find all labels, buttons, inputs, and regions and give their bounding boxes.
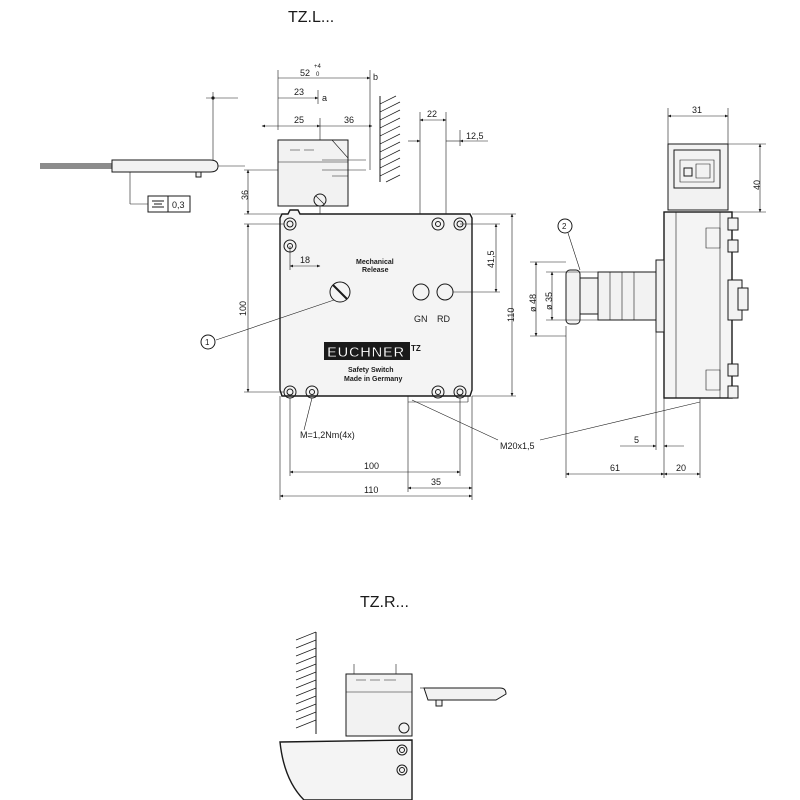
side-view: 2 [557, 143, 749, 399]
dim-110-right: 110 [506, 308, 516, 322]
led-label-rd: RD [437, 314, 450, 324]
dim-100-left: 100 [238, 301, 248, 316]
dim-23: 23 [294, 87, 304, 97]
brand-logo: EUCHNER [327, 344, 405, 361]
led-green-icon [412, 283, 430, 301]
wall-hatch-top [379, 95, 401, 183]
svg-text:0: 0 [316, 72, 320, 78]
svg-text:1: 1 [205, 338, 210, 347]
dim-12-5: 12,5 [466, 131, 484, 141]
label-a: a [322, 93, 327, 103]
dim-25: 25 [294, 115, 304, 125]
torque-note: M=1,2Nm(4x) [300, 430, 355, 440]
product-line-2: Made in Germany [344, 376, 402, 383]
dim-61: 61 [610, 463, 620, 473]
head-top-dimensions: 52 +4 0 b 23 a 25 36 [261, 64, 378, 270]
logo-plate [324, 342, 410, 360]
dim-40: 40 [752, 180, 762, 190]
dim-110-bottom: 110 [364, 485, 378, 495]
dim-18: 18 [300, 255, 310, 265]
dim-41-5: 41,5 [486, 250, 496, 268]
svg-text:2: 2 [562, 222, 567, 231]
dim-36-top: 36 [344, 115, 354, 125]
label-b: b [373, 72, 378, 82]
brand-logo-suffix: TZ [411, 344, 421, 353]
dim-5: 5 [634, 435, 639, 445]
tolerance-box: 0,3 [147, 195, 191, 213]
svg-text:+4: +4 [314, 64, 322, 70]
callout-2 [557, 218, 573, 234]
product-line-1: Safety Switch [348, 367, 394, 374]
dim-dia-48: ø 48 [528, 294, 538, 312]
tzr-variant-view [279, 631, 507, 800]
dim-dia-35: ø 35 [544, 292, 554, 310]
dim-35: 35 [431, 477, 441, 487]
dim-22: 22 [427, 109, 437, 119]
angle-value: 52 [300, 68, 310, 78]
side-view-dimensions: 31 40 ø 48 ø 35 5 61 20 [528, 105, 766, 478]
title-tzr: TZ.R... [360, 594, 409, 611]
dim-31: 31 [692, 105, 702, 115]
title-tzl: TZ.L... [288, 9, 334, 26]
dim-100-bottom: 100 [364, 461, 379, 471]
thread-note: M20x1,5 [500, 441, 535, 451]
mechanical-release-icon [329, 281, 351, 303]
front-view-dimensions: 36 100 18 41,5 110 100 35 110 M=1,2Nm( [238, 169, 701, 500]
dim-36-left: 36 [240, 190, 250, 200]
mech-release-label-2: Release [362, 267, 389, 274]
actuator-side-view [40, 92, 245, 205]
led-label-gn: GN [414, 314, 428, 324]
tolerance-value: 0,3 [172, 200, 185, 210]
dim-20: 20 [676, 463, 686, 473]
front-view-housing: Mechanical Release GN RD EUCHNER TZ Safe… [200, 209, 473, 403]
callout-1 [200, 334, 216, 350]
mounting-hole [431, 217, 445, 231]
mech-release-label-1: Mechanical [356, 259, 394, 266]
mounting-hole [431, 385, 445, 399]
